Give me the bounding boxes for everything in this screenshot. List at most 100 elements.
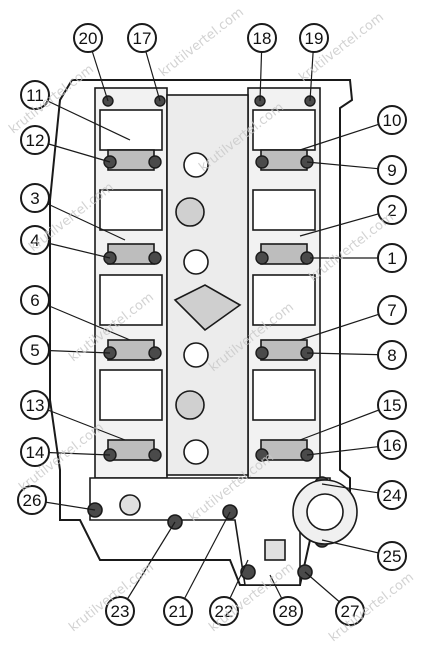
leader-line-6 xyxy=(34,299,131,341)
callout-19: 19 xyxy=(299,23,329,53)
callout-18: 18 xyxy=(247,23,277,53)
callout-2: 2 xyxy=(377,195,407,225)
callout-7: 7 xyxy=(377,295,407,325)
callout-number-28: 28 xyxy=(279,602,298,621)
callout-number-17: 17 xyxy=(133,29,152,48)
callout-21: 21 xyxy=(163,596,193,626)
callout-number-16: 16 xyxy=(383,436,402,455)
callout-number-5: 5 xyxy=(30,341,39,360)
callout-circle-9 xyxy=(377,155,407,185)
leader-line-15 xyxy=(299,404,393,441)
callout-number-9: 9 xyxy=(387,161,396,180)
callout-23: 23 xyxy=(105,596,135,626)
callout-circle-21 xyxy=(163,596,193,626)
callout-1: 1 xyxy=(377,243,407,273)
bolt-heads xyxy=(102,95,316,462)
callout-circle-1 xyxy=(377,243,407,273)
leader-line-2 xyxy=(299,209,393,237)
callout-17: 17 xyxy=(127,23,157,53)
callout-number-14: 14 xyxy=(26,443,45,462)
leader-line-21 xyxy=(177,511,231,612)
callout-circle-27 xyxy=(335,596,365,626)
callout-circle-4 xyxy=(20,225,50,255)
callout-number-1: 1 xyxy=(387,249,396,268)
callout-number-19: 19 xyxy=(305,29,324,48)
callout-number-18: 18 xyxy=(253,29,272,48)
leader-line-10 xyxy=(299,119,393,151)
callout-circle-11 xyxy=(20,80,50,110)
callout-15: 15 xyxy=(377,390,407,420)
callout-5: 5 xyxy=(20,335,50,365)
callout-circle-8 xyxy=(377,340,407,370)
callout-circle-6 xyxy=(20,285,50,315)
callout-3: 3 xyxy=(20,183,50,213)
leader-line-11 xyxy=(34,94,131,141)
callout-10: 10 xyxy=(377,105,407,135)
callout-22: 22 xyxy=(209,596,239,626)
callout-number-7: 7 xyxy=(387,301,396,320)
callout-16: 16 xyxy=(377,430,407,460)
callout-number-4: 4 xyxy=(30,231,39,250)
right-camshaft-rail xyxy=(247,87,321,479)
callout-8: 8 xyxy=(377,340,407,370)
callout-number-13: 13 xyxy=(26,396,45,415)
callout-circle-15 xyxy=(377,390,407,420)
callout-circle-17 xyxy=(127,23,157,53)
callout-circle-20 xyxy=(73,23,103,53)
callout-11: 11 xyxy=(20,80,50,110)
callout-number-12: 12 xyxy=(26,131,45,150)
callout-number-26: 26 xyxy=(23,491,42,510)
callout-number-8: 8 xyxy=(387,346,396,365)
callout-number-25: 25 xyxy=(383,547,402,566)
leader-line-3 xyxy=(34,197,126,241)
callout-number-10: 10 xyxy=(383,111,402,130)
callout-number-3: 3 xyxy=(30,189,39,208)
callout-number-11: 11 xyxy=(26,86,44,105)
callout-12: 12 xyxy=(20,125,50,155)
callout-circle-18 xyxy=(247,23,277,53)
callout-circle-5 xyxy=(20,335,50,365)
callout-number-27: 27 xyxy=(341,602,360,621)
center-valley xyxy=(166,94,249,476)
callout-circle-13 xyxy=(20,390,50,420)
callout-number-23: 23 xyxy=(111,602,130,621)
callout-circle-22 xyxy=(209,596,239,626)
callout-circle-14 xyxy=(20,437,50,467)
callout-circle-24 xyxy=(377,480,407,510)
callout-circle-25 xyxy=(377,541,407,571)
callout-number-20: 20 xyxy=(79,29,98,48)
callout-circle-16 xyxy=(377,430,407,460)
callout-26: 26 xyxy=(17,485,47,515)
callout-number-24: 24 xyxy=(383,486,402,505)
callout-circle-2 xyxy=(377,195,407,225)
callout-circle-23 xyxy=(105,596,135,626)
callout-27: 27 xyxy=(335,596,365,626)
leader-line-7 xyxy=(299,309,393,341)
callout-24: 24 xyxy=(377,480,407,510)
callout-25: 25 xyxy=(377,541,407,571)
callout-circle-28 xyxy=(273,596,303,626)
callout-20: 20 xyxy=(73,23,103,53)
callout-4: 4 xyxy=(20,225,50,255)
callout-6: 6 xyxy=(20,285,50,315)
leader-line-23 xyxy=(119,521,176,612)
callout-number-21: 21 xyxy=(169,602,188,621)
callout-14: 14 xyxy=(20,437,50,467)
callout-circle-3 xyxy=(20,183,50,213)
callout-circle-19 xyxy=(299,23,329,53)
callout-circle-26 xyxy=(17,485,47,515)
callout-number-6: 6 xyxy=(30,291,39,310)
callout-circle-7 xyxy=(377,295,407,325)
callout-28: 28 xyxy=(273,596,303,626)
left-camshaft-rail xyxy=(94,87,168,479)
callout-9: 9 xyxy=(377,155,407,185)
callout-number-22: 22 xyxy=(215,602,234,621)
callout-circle-10 xyxy=(377,105,407,135)
callout-13: 13 xyxy=(20,390,50,420)
callout-number-15: 15 xyxy=(383,396,402,415)
leader-line-13 xyxy=(34,404,126,441)
callout-circle-12 xyxy=(20,125,50,155)
